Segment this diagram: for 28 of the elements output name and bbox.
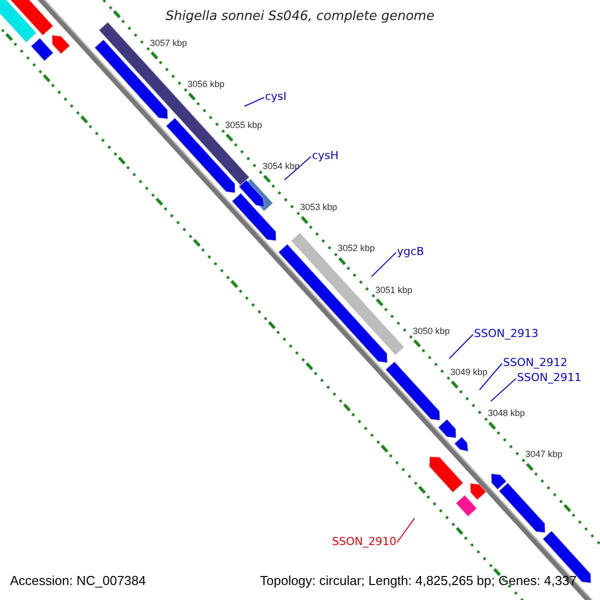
gene-label: SSON_2913 — [474, 327, 538, 340]
tick-label: 3050 kbp — [412, 326, 450, 336]
footer-text: Accession: NC_007384 — [10, 573, 146, 588]
leader-line — [448, 334, 474, 360]
leader-line — [244, 97, 264, 107]
footer-text: Topology: circular; Length: 4,825,265 bp; Genes: 4,337 — [260, 573, 577, 588]
gene-label: ygcB — [397, 245, 424, 258]
leader-line — [284, 156, 312, 180]
tick-label: 3053 kbp — [300, 202, 338, 212]
leader-line — [479, 363, 502, 390]
tick-label: 3055 kbp — [225, 120, 262, 130]
leader-line — [490, 378, 516, 402]
gene-label: cysH — [312, 149, 339, 162]
tick-label: 3054 kbp — [262, 161, 300, 172]
tick-label: 3056 kbp — [188, 78, 225, 89]
tick-label: 3048 kbp — [488, 408, 525, 418]
tick-label: 3049 kbp — [450, 366, 488, 377]
gene-label: SSON_2910 — [332, 535, 396, 548]
leader-line — [371, 252, 396, 278]
gene-label: SSON_2911 — [517, 371, 582, 384]
tick-label: 3047 kbp — [525, 449, 562, 460]
leader-line — [396, 518, 415, 543]
tick-label: 3057 kbp — [150, 38, 188, 48]
map-title: Shigella sonnei Ss046, complete genome — [164, 9, 436, 24]
gene-label: SSON_2912 — [503, 356, 568, 369]
tick-label: 3052 kbp — [338, 243, 375, 254]
tick-label: 3051 kbp — [375, 284, 412, 295]
gene-label: cysI — [265, 90, 287, 103]
